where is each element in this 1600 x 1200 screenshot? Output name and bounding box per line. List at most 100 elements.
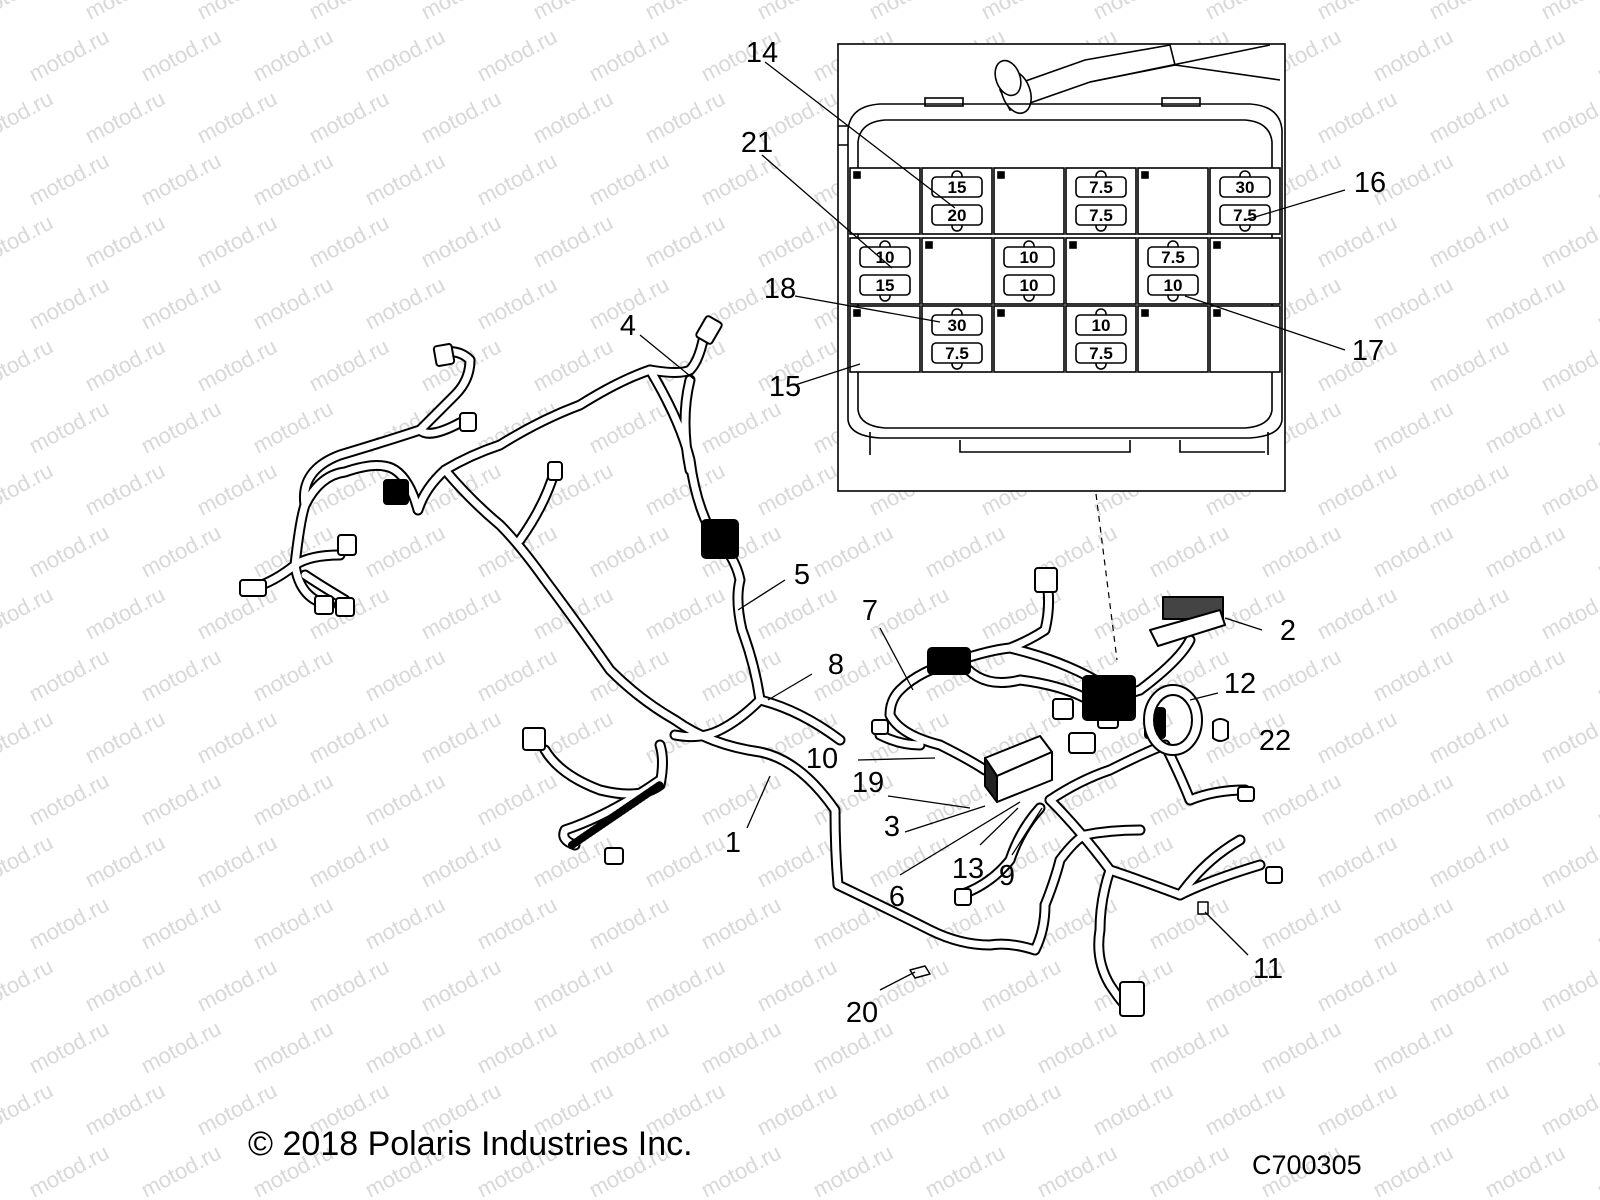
watermark-text: motod.ru — [1425, 210, 1513, 273]
fuse-amp-label: 7.5 — [1161, 248, 1185, 267]
relay-cell — [921, 237, 993, 305]
watermark-text: motod.ru — [529, 210, 617, 273]
watermark-text: motod.ru — [0, 86, 57, 149]
watermark-text: motod.ru — [0, 954, 57, 1017]
fuse-amp-label: 7.5 — [1233, 206, 1257, 225]
watermark-text: motod.ru — [417, 0, 505, 24]
watermark-text: motod.ru — [249, 768, 337, 831]
watermark-text: motod.ru — [1593, 272, 1600, 335]
watermark-text: motod.ru — [865, 1078, 953, 1141]
watermark-text: motod.ru — [1313, 830, 1401, 893]
watermark-text: motod.ru — [1593, 520, 1600, 583]
fuse-amp-label: 10 — [876, 248, 895, 267]
watermark-text: motod.ru — [865, 0, 953, 24]
watermark-text: motod.ru — [81, 706, 169, 769]
watermark-text: motod.ru — [1313, 0, 1401, 24]
callout-18: 18 — [764, 273, 796, 305]
watermark-text: motod.ru — [697, 892, 785, 955]
watermark-text: motod.ru — [977, 0, 1065, 24]
watermark-text: motod.ru — [641, 830, 729, 893]
relay-cell — [1209, 305, 1281, 373]
watermark-text: motod.ru — [249, 644, 337, 707]
watermark-text: motod.ru — [249, 1016, 337, 1079]
watermark-text: motod.ru — [81, 1078, 169, 1141]
watermark-text: motod.ru — [585, 1016, 673, 1079]
watermark-text: motod.ru — [1369, 1140, 1457, 1200]
watermark-text: motod.ru — [1145, 892, 1233, 955]
inset-link-line — [1095, 493, 1118, 661]
callout-7: 7 — [862, 595, 878, 627]
watermark-text: motod.ru — [809, 1140, 897, 1200]
watermark-text: motod.ru — [1257, 520, 1345, 583]
watermark-text: motod.ru — [809, 520, 897, 583]
watermark-text: motod.ru — [25, 520, 113, 583]
watermark-text: motod.ru — [529, 86, 617, 149]
watermark-text: motod.ru — [1425, 830, 1513, 893]
fuse-amp-label: 7.5 — [945, 344, 969, 363]
watermark-text: motod.ru — [305, 706, 393, 769]
watermark-text: motod.ru — [1089, 0, 1177, 24]
watermark-text: motod.ru — [305, 954, 393, 1017]
watermark-text: motod.ru — [0, 210, 57, 273]
fuse-amp-label: 7.5 — [1089, 344, 1113, 363]
watermark-text: motod.ru — [1369, 892, 1457, 955]
relay-cell — [1209, 237, 1281, 305]
watermark-text: motod.ru — [1313, 458, 1401, 521]
watermark-text: motod.ru — [1425, 0, 1513, 24]
watermark-text: motod.ru — [81, 458, 169, 521]
watermark-text: motod.ru — [81, 0, 169, 24]
watermark-text: motod.ru — [81, 582, 169, 645]
watermark-text: motod.ru — [1425, 1078, 1513, 1141]
watermark-text: motod.ru — [1369, 1016, 1457, 1079]
relay-cell — [1137, 167, 1209, 235]
watermark-text: motod.ru — [1201, 1078, 1289, 1141]
watermark-text: motod.ru — [1145, 1016, 1233, 1079]
callout-9: 9 — [999, 860, 1015, 892]
callout-1: 1 — [725, 827, 741, 859]
watermark-text: motod.ru — [865, 830, 953, 893]
watermark-text: motod.ru — [417, 210, 505, 273]
watermark-text: motod.ru — [0, 830, 57, 893]
watermark-text: motod.ru — [81, 86, 169, 149]
watermark-text: motod.ru — [137, 892, 225, 955]
fuse-amp-label: 30 — [1236, 178, 1255, 197]
watermark-text: motod.ru — [1257, 892, 1345, 955]
watermark-text: motod.ru — [1481, 148, 1569, 211]
watermark-text: motod.ru — [1481, 1016, 1569, 1079]
watermark-text: motod.ru — [585, 396, 673, 459]
callout-12: 12 — [1224, 668, 1256, 700]
relay-cell — [849, 305, 921, 373]
callout-20: 20 — [846, 997, 878, 1029]
watermark-text: motod.ru — [1537, 458, 1600, 521]
watermark-text: motod.ru — [1481, 768, 1569, 831]
watermark-text: motod.ru — [1593, 892, 1600, 955]
fuse-amp-label: 7.5 — [1089, 178, 1113, 197]
watermark-text: motod.ru — [1313, 210, 1401, 273]
watermark-text: motod.ru — [193, 86, 281, 149]
watermark-text: motod.ru — [1481, 1140, 1569, 1200]
watermark-text: motod.ru — [473, 1016, 561, 1079]
watermark-text: motod.ru — [249, 272, 337, 335]
watermark-text: motod.ru — [361, 768, 449, 831]
watermark-text: motod.ru — [1313, 706, 1401, 769]
callout-2: 2 — [1280, 615, 1296, 647]
watermark-text: motod.ru — [473, 24, 561, 87]
watermark-text: motod.ru — [1369, 396, 1457, 459]
watermark-text: motod.ru — [585, 24, 673, 87]
inset-leaders — [761, 61, 1346, 386]
fuse-amp-label: 15 — [876, 276, 895, 295]
watermark-text: motod.ru — [25, 1016, 113, 1079]
harness-drawing — [239, 315, 1283, 1017]
watermark-text: motod.ru — [1593, 768, 1600, 831]
watermark-text: motod.ru — [1481, 24, 1569, 87]
watermark-text: motod.ru — [361, 24, 449, 87]
watermark-text: motod.ru — [81, 334, 169, 397]
watermark-text: motod.ru — [25, 148, 113, 211]
watermark-text: motod.ru — [1089, 1078, 1177, 1141]
fuse-amp-label: 10 — [1164, 276, 1183, 295]
watermark-text: motod.ru — [1369, 768, 1457, 831]
watermark-text: motod.ru — [417, 582, 505, 645]
watermark-text: motod.ru — [1033, 1016, 1121, 1079]
watermark-text: motod.ru — [1369, 520, 1457, 583]
